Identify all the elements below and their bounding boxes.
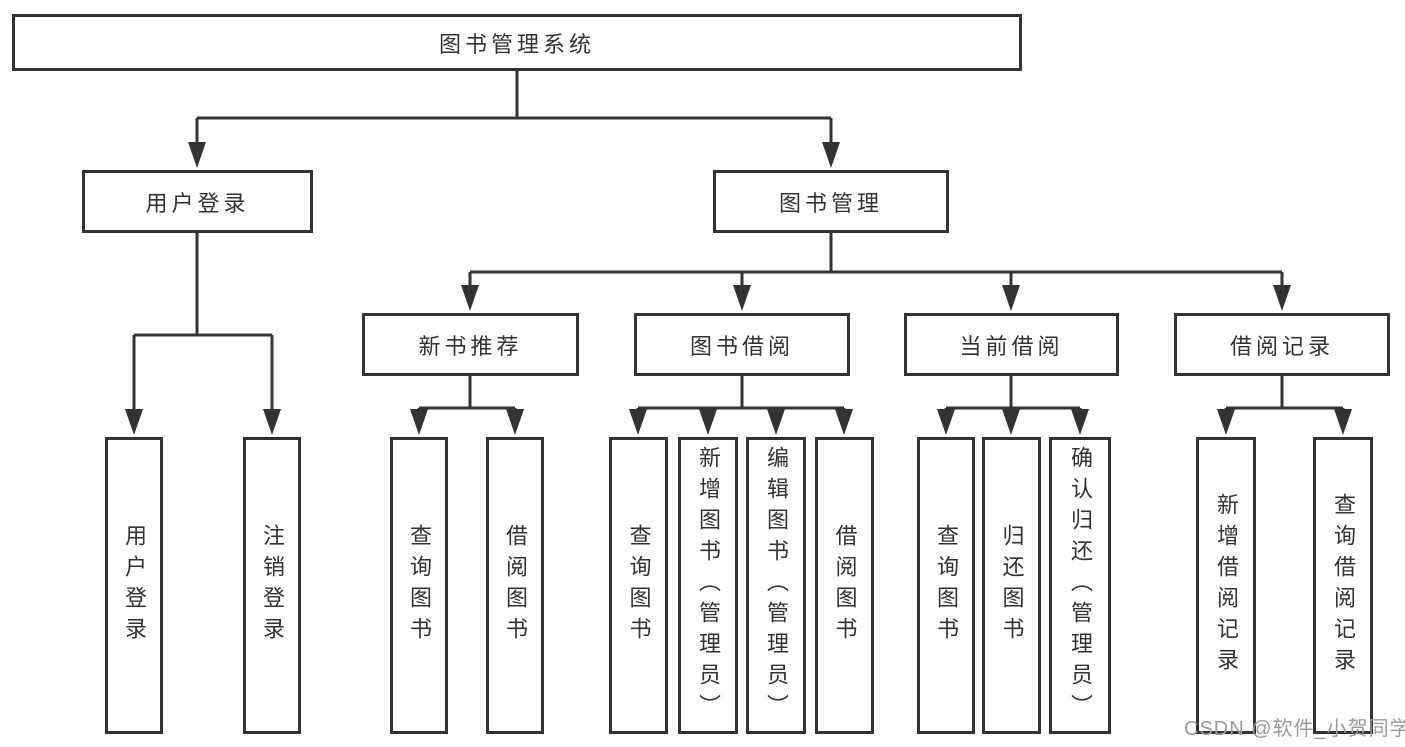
node-root-library-system: 图书管理系统 bbox=[12, 14, 1022, 71]
leaf-records-query-borrow-record: 查询借阅记录 bbox=[1313, 437, 1373, 734]
leaf-logout: 注销登录 bbox=[243, 437, 301, 734]
arrowhead-icon bbox=[461, 285, 479, 311]
node-current-borrowing: 当前借阅 bbox=[904, 313, 1119, 376]
leaf-newbook-borrow-books: 借阅图书 bbox=[486, 437, 544, 734]
leaf-borrowing-borrow-books: 借阅图书 bbox=[815, 437, 874, 734]
arrowhead-icon bbox=[1334, 409, 1352, 435]
leaf-borrowing-add-books-admin: 新增图书（管理员） bbox=[678, 437, 738, 734]
leaf-current-query-books: 查询图书 bbox=[917, 437, 975, 734]
arrowhead-icon bbox=[1217, 409, 1235, 435]
arrowhead-icon bbox=[1002, 409, 1020, 435]
arrowhead-icon bbox=[263, 409, 281, 435]
arrowhead-icon bbox=[188, 142, 206, 168]
arrowhead-icon bbox=[822, 142, 840, 168]
arrowhead-icon bbox=[506, 409, 524, 435]
leaf-current-return-books: 归还图书 bbox=[982, 437, 1041, 734]
leaf-borrowing-query-books: 查询图书 bbox=[609, 437, 668, 734]
node-user-login: 用户登录 bbox=[82, 170, 313, 233]
arrowhead-icon bbox=[1273, 285, 1291, 311]
arrowhead-icon bbox=[937, 409, 955, 435]
leaf-newbook-query-books: 查询图书 bbox=[390, 437, 448, 734]
arrowhead-icon bbox=[125, 409, 143, 435]
node-new-book-recommend: 新书推荐 bbox=[362, 313, 579, 376]
arrowhead-icon bbox=[733, 285, 751, 311]
leaf-current-confirm-return-admin: 确认归还（管理员） bbox=[1049, 437, 1111, 734]
arrowhead-icon bbox=[699, 409, 717, 435]
leaf-records-add-borrow-record: 新增借阅记录 bbox=[1196, 437, 1256, 734]
node-borrowing-records: 借阅记录 bbox=[1174, 313, 1390, 376]
arrowhead-icon bbox=[767, 409, 785, 435]
arrowhead-icon bbox=[1002, 285, 1020, 311]
arrowhead-icon bbox=[410, 409, 428, 435]
arrowhead-icon bbox=[835, 409, 853, 435]
leaf-borrowing-edit-books-admin: 编辑图书（管理员） bbox=[746, 437, 806, 734]
csdn-watermark: CSDN @软件_小贺同学 bbox=[1184, 718, 1405, 740]
node-book-management: 图书管理 bbox=[713, 170, 949, 233]
arrowhead-icon bbox=[629, 409, 647, 435]
arrowhead-icon bbox=[1071, 409, 1089, 435]
leaf-user-login: 用户登录 bbox=[105, 437, 163, 734]
node-book-borrowing: 图书借阅 bbox=[634, 313, 850, 376]
arrowheads bbox=[125, 142, 1352, 435]
